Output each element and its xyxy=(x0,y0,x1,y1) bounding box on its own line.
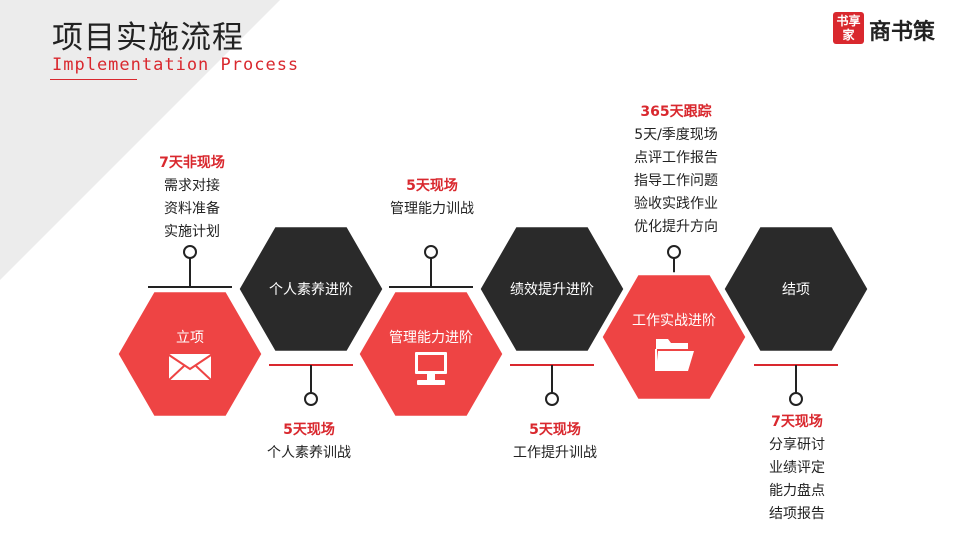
callout-top-1: 7天非现场 需求对接 资料准备 实施计划 xyxy=(140,152,244,244)
hexagon-shape xyxy=(477,224,627,354)
callout-line: 分享研讨 xyxy=(769,437,825,453)
step-label: 绩效提升进阶 xyxy=(510,282,594,298)
callout-bottom-1: 5天现场 个人素养训战 xyxy=(249,419,369,465)
step-hexagon-1: 立项 xyxy=(115,289,265,419)
hexagon-shape xyxy=(721,224,871,354)
callout-line: 指导工作问题 xyxy=(634,173,718,189)
step-label: 结项 xyxy=(782,282,810,298)
callout-top-3: 365天跟踪 5天/季度现场 点评工作报告 指导工作问题 验收实践作业 优化提升… xyxy=(616,101,736,239)
callout-line: 实施计划 xyxy=(164,224,220,240)
folder-icon xyxy=(655,339,694,371)
connector-node xyxy=(789,392,803,406)
callout-head: 5天现场 xyxy=(283,422,335,438)
step-label: 管理能力进阶 xyxy=(389,330,473,346)
callout-head: 7天非现场 xyxy=(159,155,225,171)
step-label: 个人素养进阶 xyxy=(269,282,353,298)
connector-node xyxy=(545,392,559,406)
step-hexagon-4: 绩效提升进阶 xyxy=(477,224,627,354)
callout-line: 资料准备 xyxy=(164,201,220,217)
hexagon-shape xyxy=(236,224,386,354)
callout-head: 5天现场 xyxy=(529,422,581,438)
callout-head: 7天现场 xyxy=(771,414,823,430)
hexagon-shape xyxy=(599,272,749,402)
step-hexagon-5: 工作实战进阶 xyxy=(599,272,749,402)
callout-line: 个人素养训战 xyxy=(267,445,351,461)
logo-name: 商书策 xyxy=(869,20,936,45)
step-hexagon-2: 个人素养进阶 xyxy=(236,224,386,354)
callout-line: 能力盘点 xyxy=(769,483,825,499)
page-subtitle: Implementation Process xyxy=(52,55,300,75)
callout-head: 365天跟踪 xyxy=(640,104,712,120)
connector-node xyxy=(667,245,681,259)
callout-line: 结项报告 xyxy=(769,506,825,522)
callout-line: 优化提升方向 xyxy=(634,219,718,235)
connector-node xyxy=(424,245,438,259)
callout-line: 工作提升训战 xyxy=(513,445,597,461)
envelope-icon xyxy=(168,354,212,381)
page-title: 项目实施流程 xyxy=(52,20,244,56)
logo-seal: 书享家 xyxy=(833,12,864,44)
connector-node xyxy=(304,392,318,406)
callout-bottom-2: 5天现场 工作提升训战 xyxy=(495,419,615,465)
step-hexagon-3: 管理能力进阶 xyxy=(356,289,506,419)
callout-top-2: 5天现场 管理能力训战 xyxy=(372,175,492,221)
callout-head: 5天现场 xyxy=(406,178,458,194)
connectors xyxy=(148,245,838,406)
subtitle-underline xyxy=(50,79,137,80)
callout-line: 5天/季度现场 xyxy=(634,127,718,143)
callout-line: 点评工作报告 xyxy=(634,150,718,166)
monitor-icon xyxy=(415,352,447,385)
step-hexagon-6: 结项 xyxy=(721,224,871,354)
callout-line: 管理能力训战 xyxy=(390,201,474,217)
step-label: 立项 xyxy=(176,330,204,346)
connector-node xyxy=(183,245,197,259)
callout-line: 业绩评定 xyxy=(769,460,825,476)
step-label: 工作实战进阶 xyxy=(632,313,716,329)
corner-decoration xyxy=(0,0,280,280)
callout-line: 需求对接 xyxy=(164,178,220,194)
callout-line: 验收实践作业 xyxy=(634,196,718,212)
callout-bottom-3: 7天现场 分享研讨 业绩评定 能力盘点 结项报告 xyxy=(737,411,857,526)
